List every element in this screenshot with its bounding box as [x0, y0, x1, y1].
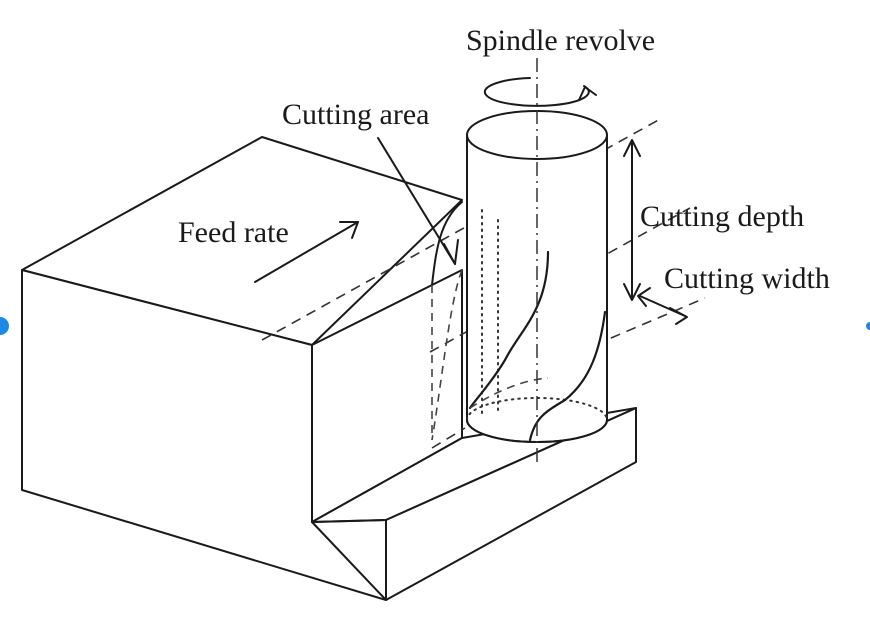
right-edge-marker	[866, 322, 870, 330]
cutting-area-leader-head	[443, 239, 459, 265]
cutter-flute-hidden	[469, 377, 549, 409]
cutter-flute-1	[468, 250, 550, 410]
feed-rate-arrow	[254, 221, 359, 283]
cutting-area-leader-line	[377, 137, 456, 265]
cutting-depth-dimension	[623, 139, 641, 301]
cutting-depth-arrowhead-top	[623, 139, 641, 157]
feed-rate-arrow-line	[254, 221, 359, 283]
cutter-flute-2	[528, 310, 607, 442]
feed-rate-label: Feed rate	[178, 216, 289, 249]
rotation-arc	[483, 77, 590, 107]
cutting-width-arrowhead-left	[637, 287, 651, 307]
cutting-width-arrowhead-right	[669, 307, 688, 325]
cutting-width-label: Cutting width	[664, 262, 830, 295]
guide-line-middle	[429, 207, 691, 353]
cutting-area-label: Cutting area	[282, 98, 429, 131]
cutting-area-curve	[431, 201, 463, 286]
cutting-area-leader	[377, 137, 459, 265]
spindle-revolve-label: Spindle revolve	[466, 24, 655, 57]
guide-line-bottom	[431, 427, 466, 449]
cutting-area-hidden-2	[431, 269, 463, 441]
workpiece-lower-right-face	[385, 407, 637, 601]
cutting-depth-label: Cutting depth	[640, 200, 804, 233]
rotation-arrow	[483, 77, 597, 107]
left-edge-marker	[0, 317, 9, 335]
cutting-area-profile	[431, 201, 463, 441]
rotation-arrowhead	[578, 86, 597, 101]
feed-rate-arrowhead	[339, 221, 359, 239]
workpiece-lower-front-edge	[311, 519, 387, 523]
cutting-width-dimension	[637, 287, 688, 325]
workpiece	[21, 136, 637, 601]
cutting-depth-arrowhead-bottom	[623, 283, 641, 301]
workpiece-left-face	[21, 269, 387, 601]
